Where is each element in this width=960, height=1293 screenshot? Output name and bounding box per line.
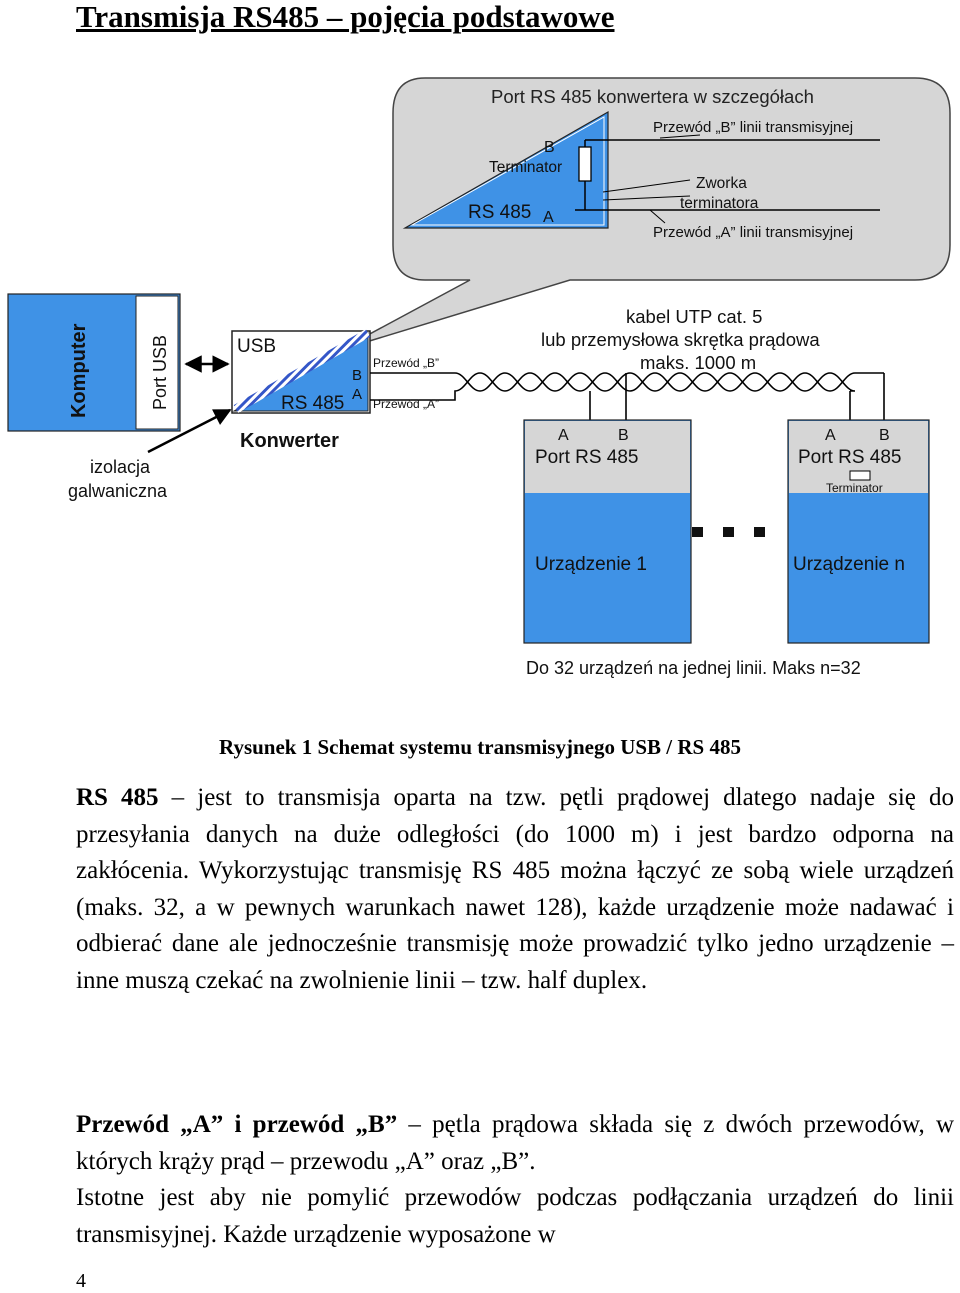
paragraph-rs485-text: – jest to transmisja oparta na tzw. pętl… [76, 784, 954, 994]
paragraph-rs485-term: RS 485 [76, 784, 159, 811]
callout-jumper-label-1: Zworka [696, 175, 747, 192]
page-title: Transmisja RS485 – pojęcia podstawowe [76, 0, 615, 34]
converter-rs485-label: RS 485 [281, 393, 344, 414]
device-1-b-label: B [618, 427, 629, 444]
callout-b-label: B [544, 139, 555, 156]
paragraph-wires-text: – pętla prądowa składa się z dwóch przew… [76, 1111, 955, 1175]
device-n-name: Urządzenie n [793, 554, 905, 575]
device-1-port-label: Port RS 485 [535, 447, 639, 468]
callout-rs485-label: RS 485 [468, 202, 531, 223]
isolation-label-1: izolacja [90, 457, 151, 477]
isolation-label-2: galwaniczna [68, 481, 168, 501]
twisted-pair-cable [370, 372, 885, 420]
device-n-block: A B Port RS 485 Terminator Urządzenie n [787, 419, 930, 644]
paragraph-connection: Istotne jest aby nie pomylić przewodów p… [76, 1184, 954, 1248]
figure-caption: Rysunek 1 Schemat systemu transmisyjnego… [219, 735, 741, 759]
callout-wire-a-label: Przewód „A” linii transmisyjnej [653, 224, 853, 241]
converter-label: Konwerter [240, 430, 339, 452]
device-n-terminator-label: Terminator [826, 481, 883, 495]
callout-terminator-label: Terminator [489, 159, 562, 176]
device-n-port-label: Port RS 485 [798, 447, 902, 468]
paragraph-wires: Przewód „A” i przewód „B” – pętla prądow… [76, 1107, 954, 1180]
callout-a-label: A [543, 209, 554, 226]
cable-label-1: kabel UTP cat. 5 [626, 306, 762, 327]
terminator-resistor [578, 146, 592, 182]
device-n-b-label: B [879, 427, 890, 444]
device-n-terminator [849, 470, 871, 481]
callout-wire-b-label: Przewód „B” linii transmisyjnej [653, 119, 853, 136]
converter-a-label: A [352, 386, 362, 403]
converter-wire-b-label: Przewód „B” [373, 356, 439, 370]
port-usb-label: Port USB [150, 335, 170, 410]
more-devices-ellipsis [692, 527, 765, 537]
device-1-block: A B Port RS 485 Urządzenie 1 [523, 419, 692, 644]
page-number: 4 [76, 1270, 86, 1292]
converter-b-label: B [352, 367, 362, 384]
paragraph-rs485: RS 485 – jest to transmisja oparta na tz… [76, 780, 954, 999]
callout-title: Port RS 485 konwertera w szczegółach [491, 86, 814, 107]
footer-note: Do 32 urządzeń na jednej linii. Maks n=3… [526, 658, 861, 678]
device-1-name: Urządzenie 1 [535, 554, 647, 575]
device-n-a-label: A [825, 427, 836, 444]
isolation-arrow [147, 408, 232, 454]
cable-label-3: maks. 1000 m [640, 352, 756, 373]
callout-jumper-label-2: terminatora [680, 195, 759, 212]
paragraph-wires-term: Przewód „A” i przewód „B” [76, 1111, 398, 1138]
rs485-system-diagram: Port RS 485 konwertera w szczegółach Prz… [7, 77, 951, 678]
callout-bubble: Port RS 485 konwertera w szczegółach Prz… [339, 77, 951, 351]
cable-label-2: lub przemysłowa skrętka prądowa [541, 329, 820, 350]
computer-label: Komputer [68, 323, 90, 418]
device-1-a-label: A [558, 427, 569, 444]
converter-usb-label: USB [237, 336, 276, 357]
computer-block: Komputer Port USB [7, 293, 181, 432]
converter-block: USB B A RS 485 [231, 329, 371, 414]
converter-wire-a-label: Przewód „A” [373, 397, 439, 411]
